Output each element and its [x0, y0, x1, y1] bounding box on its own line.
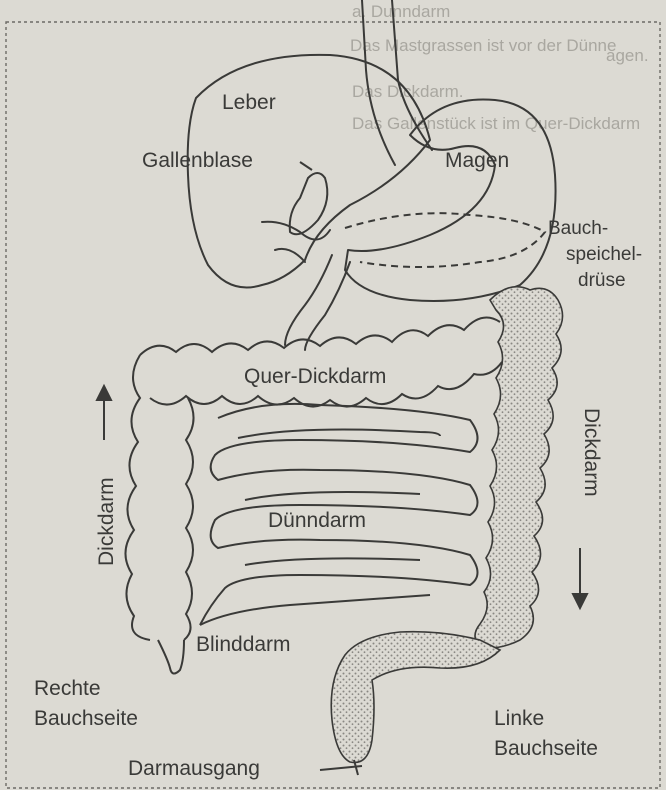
label-anus: Darmausgang — [128, 756, 260, 781]
rectum — [331, 632, 500, 763]
label-liver: Leber — [222, 90, 276, 115]
label-pancreas-line2: speichel- — [566, 244, 642, 267]
esophagus — [362, 0, 432, 165]
label-gallbladder: Gallenblase — [142, 148, 253, 173]
label-left-side-line2: Bauchseite — [494, 736, 598, 761]
label-right-side-line2: Bauchseite — [34, 706, 138, 731]
arrow-down — [573, 548, 587, 608]
descending-colon — [475, 287, 563, 649]
transverse-colon — [140, 318, 500, 356]
label-appendix: Blinddarm — [196, 632, 291, 657]
label-pancreas-line1: Bauch- — [548, 218, 608, 241]
label-transverse-colon: Quer-Dickdarm — [244, 364, 386, 389]
label-left-side-line1: Linke — [494, 706, 544, 731]
label-small-intestine: Dünndarm — [268, 508, 366, 533]
bile-duct — [262, 222, 330, 262]
stomach — [345, 99, 556, 301]
label-right-side-line1: Rechte — [34, 676, 101, 701]
gallbladder-pointer — [300, 162, 312, 170]
label-stomach: Magen — [445, 148, 509, 173]
label-colon-left: Dickdarm — [94, 477, 119, 566]
arrow-up — [97, 386, 111, 440]
appendix — [158, 640, 184, 674]
gallbladder — [290, 173, 328, 234]
pancreas — [345, 213, 545, 267]
label-colon-right: Dickdarm — [579, 408, 604, 497]
ascending-colon — [125, 355, 150, 640]
label-pancreas-line3: drüse — [578, 270, 626, 293]
